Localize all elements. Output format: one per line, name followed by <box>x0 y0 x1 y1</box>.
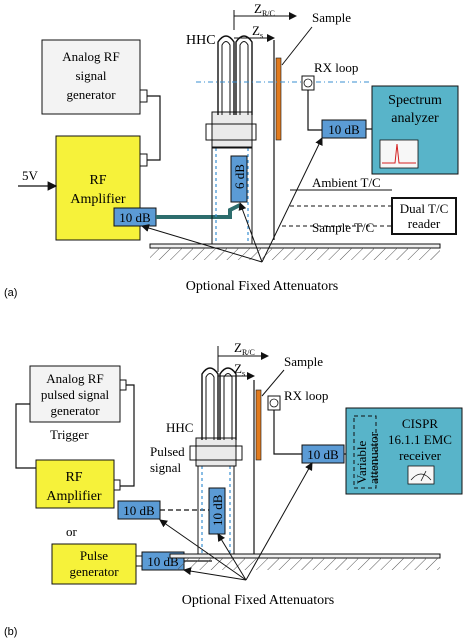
attenuator-vertical-a <box>230 155 248 203</box>
sample-bar-a <box>275 57 282 141</box>
rx-loop-a <box>301 75 322 131</box>
ground-hatch-a <box>150 248 440 260</box>
att-vertical-label-a: 6 dB <box>232 164 247 189</box>
analog-rf-b-label-2: pulsed signal <box>41 387 110 402</box>
analog-rf-b-label-3: generator <box>50 403 100 418</box>
cable-gen-amp-b <box>120 384 135 487</box>
emc-receiver-b: Variable attenuator CISPR 16.1.1 EMC rec… <box>345 407 463 495</box>
analog-rf-pulsed-generator-b: Analog RF pulsed signal generator <box>29 365 127 423</box>
attenuator-vertical-b <box>208 487 226 535</box>
analyzer-label-2: analyzer <box>391 111 439 126</box>
hhc-label-b: HHC <box>166 420 193 435</box>
ambient-tc-label: Ambient T/C <box>312 175 381 190</box>
panel-label-a: (a) <box>4 287 17 299</box>
dual-tc-reader <box>391 197 457 235</box>
panel-a: Analog RF signal generator RF Amplifier … <box>4 1 459 299</box>
ground-plate-a <box>149 243 441 249</box>
pulse-label-1: Pulse <box>80 548 108 563</box>
receiver-label-3: receiver <box>399 448 442 463</box>
pulse-label-2: generator <box>69 564 119 579</box>
z-rc-label-a: ZR/C <box>254 1 275 18</box>
pulse-generator-b: Pulse generator <box>51 543 143 585</box>
att-amp-label-a: 10 dB <box>119 210 151 225</box>
analog-rf-label-2: signal <box>75 68 106 83</box>
att-vertical-label-b: 10 dB <box>210 494 225 526</box>
cable-gen-amp-a <box>147 95 161 161</box>
hhc-label-a: HHC <box>186 33 216 48</box>
z-s-label-b: Zs <box>234 361 245 378</box>
optional-label-a: Optional Fixed Attenuators <box>186 279 338 294</box>
receiver-label-2: 16.1.1 EMC <box>388 432 452 447</box>
sample-pointer-b <box>261 369 285 397</box>
sample-label-b: Sample <box>284 354 323 369</box>
att-receiver-label-b: 10 dB <box>307 447 339 462</box>
rf-amplifier-b: RF Amplifier <box>35 459 121 509</box>
amp-label-1: RF <box>89 173 106 188</box>
input-voltage: 5V <box>22 168 39 183</box>
optional-label-b: Optional Fixed Attenuators <box>182 593 334 608</box>
rf-amplifier-a: RF Amplifier <box>55 135 148 241</box>
variable-att-label-2: attenuator <box>366 431 381 484</box>
optional-pointers-b <box>159 462 313 581</box>
sample-tc-label: Sample T/C <box>312 220 374 235</box>
receiver-meter <box>407 465 435 485</box>
feed-cable-a <box>156 203 241 219</box>
rx-loop-label-a: RX loop <box>314 60 358 75</box>
amp-b-label-2: Amplifier <box>46 489 102 504</box>
analog-rf-generator-a: Analog RF signal generator <box>41 39 148 115</box>
analog-rf-label-1: Analog RF <box>62 49 119 64</box>
att-amp-label-b: 10 dB <box>123 503 155 518</box>
z-rc-label-b: ZR/C <box>234 340 255 357</box>
optional-pointers-a <box>141 137 323 263</box>
amp-label-2: Amplifier <box>70 192 126 207</box>
dual-tc-label-2: reader <box>408 216 441 231</box>
analog-rf-b-label-1: Analog RF <box>46 371 103 386</box>
hhc-structure-b <box>189 367 243 555</box>
ground-hatch-b <box>170 558 440 570</box>
sample-label-a: Sample <box>312 10 351 25</box>
analog-rf-label-3: generator <box>66 87 116 102</box>
trigger-label: Trigger <box>50 427 89 442</box>
spectrum-analyzer-a: Spectrum analyzer <box>371 85 459 175</box>
or-label: or <box>66 524 78 539</box>
z-s-label-a: Zs <box>252 23 263 40</box>
dual-tc-label-1: Dual T/C <box>400 201 449 216</box>
sample-pointer-a <box>281 26 313 66</box>
panel-b: Analog RF pulsed signal generator Trigge… <box>4 340 463 638</box>
sample-bar-b <box>255 389 262 461</box>
ground-plate-b <box>169 553 441 559</box>
trigger-cable <box>15 403 36 469</box>
amp-b-label-1: RF <box>65 470 82 485</box>
panel-label-b: (b) <box>4 626 17 638</box>
pulsed-signal-label-2: signal <box>150 460 181 475</box>
analyzer-label-1: Spectrum <box>388 93 442 108</box>
rx-loop-label-b: RX loop <box>284 388 328 403</box>
rx-loop-b <box>267 395 302 455</box>
pulsed-signal-label-1: Pulsed <box>150 444 185 459</box>
receiver-label-1: CISPR <box>402 416 438 431</box>
variable-att-label-1: Variable <box>354 440 369 484</box>
att-analyzer-label-a: 10 dB <box>328 122 360 137</box>
